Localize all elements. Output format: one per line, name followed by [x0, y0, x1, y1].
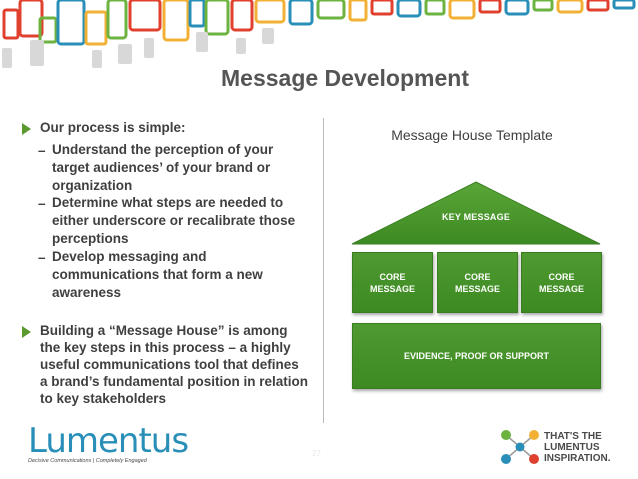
dash-marker: – — [38, 143, 46, 158]
device-banner-decoration — [2, 0, 636, 68]
bullet-message-house: Building a “Message House” is among the … — [40, 323, 309, 406]
sub-item-develop: Develop messaging and communications tha… — [52, 249, 263, 300]
dash-marker: – — [38, 196, 46, 211]
house-roof — [351, 181, 601, 245]
core-message-label: CORE MESSAGE — [369, 271, 415, 294]
core-message-label: CORE MESSAGE — [454, 271, 500, 294]
bullet-arrow-icon — [22, 326, 31, 338]
sub-item-determine: Determine what steps are needed to eithe… — [52, 195, 296, 246]
page-title: Message Development — [221, 65, 469, 91]
bullet-process: Our process is simple: — [40, 120, 186, 135]
key-message-label: KEY MESSAGE — [441, 212, 511, 222]
lumentus-dots-icon — [501, 430, 539, 464]
column-divider — [323, 118, 324, 423]
dash-marker: – — [38, 250, 46, 265]
core-message-box-3: CORE MESSAGE — [521, 252, 602, 313]
bullet-arrow-icon — [22, 123, 31, 135]
footer-tagline: THAT'S THE LUMENTUS INSPIRATION. — [544, 431, 611, 464]
sub-item-understand: Understand the perception of your target… — [52, 142, 274, 193]
page-number: 27 — [312, 449, 321, 458]
core-message-box-1: CORE MESSAGE — [352, 252, 433, 313]
evidence-label: EVIDENCE, PROOF OR SUPPORT — [403, 351, 550, 361]
lumentus-logo: Lumentus — [28, 421, 189, 461]
core-message-label: CORE MESSAGE — [538, 271, 584, 294]
evidence-box: EVIDENCE, PROOF OR SUPPORT — [352, 323, 601, 389]
core-message-box-2: CORE MESSAGE — [437, 252, 518, 313]
logo-tagline: Decisive Communications | Completely Eng… — [28, 458, 147, 464]
house-title: Message House Template — [391, 127, 553, 143]
